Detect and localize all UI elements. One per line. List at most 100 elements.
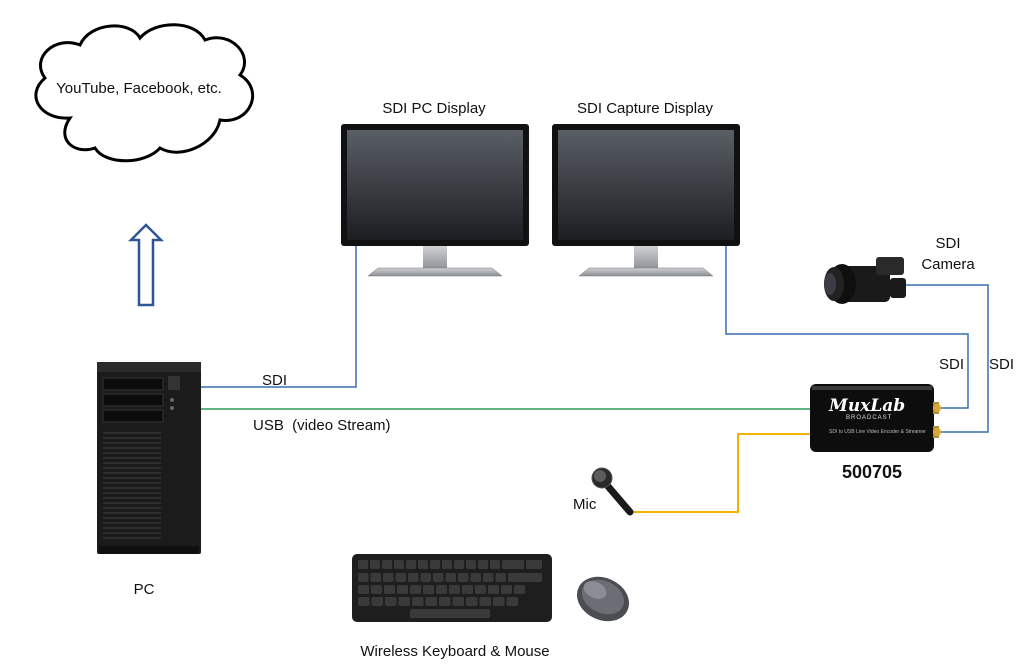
pc-vent-slot [103,437,161,439]
keyboard-key [493,597,505,606]
audio-cable-mic [632,433,812,513]
mouse-icon [576,576,630,622]
pc-vent-slot [103,452,161,454]
keyboard-key [506,597,518,606]
keyboard-key [384,585,395,594]
keyboard-key [358,585,369,594]
keyboard-key [475,585,486,594]
pc-vent-slot [103,507,161,509]
keyboard-key [458,573,469,582]
pc-vent-slot [103,527,161,529]
keyboard-key [502,560,512,569]
peripherals-label: Wireless Keyboard & Mouse [360,643,550,660]
camera-label-line2: Camera [921,256,975,273]
keyboard-numpad-key [510,573,524,582]
sdi-cable-pc-display [201,246,357,388]
pc-vent-slot [103,447,161,449]
keyboard-key [452,597,464,606]
keyboard-key [382,560,392,569]
keyboard-key [397,585,408,594]
keyboard-key [385,597,397,606]
cloud-label: YouTube, Facebook, etc. [56,80,222,97]
keyboard-key [470,573,481,582]
keyboard-key [410,585,421,594]
capture-display-label: SDI Capture Display [577,100,713,117]
pc-display-label: SDI PC Display [382,100,486,117]
pc-vent-slot [103,467,161,469]
keyboard-key [439,597,451,606]
keyboard-spacebar [410,609,490,618]
pc-vent-slot [103,492,161,494]
keyboard-numpad-key [510,560,524,569]
keyboard-key [466,597,478,606]
keyboard-key [406,560,416,569]
keyboard-key [398,597,410,606]
encoder-brand: MuxLab [829,396,906,416]
pc-vent-slot [103,537,161,539]
sdi-cable-camera [906,284,989,433]
keyboard-key [358,597,370,606]
pc-vent-slot [103,497,161,499]
cloud [34,23,254,163]
keyboard-numpad-key [528,560,542,569]
cables [201,246,989,513]
pc-label: PC [133,581,155,598]
keyboard-key [423,585,434,594]
encoder-sub: BROADCAST [846,415,893,421]
keyboard-key [449,585,460,594]
camera-label-line1: SDI [935,235,961,252]
keyboard-key [370,560,380,569]
pc-vent-slot [103,462,161,464]
keyboard-key [395,573,406,582]
pc-vent-slot [103,517,161,519]
keyboard-key [371,585,382,594]
keyboard-key [358,560,368,569]
sdi-cable-capture-display [725,246,969,409]
keyboard-key [418,560,428,569]
pc-vent-slot [103,522,161,524]
keyboard-key [436,585,447,594]
keyboard-numpad-key [528,573,542,582]
keyboard-key [442,560,452,569]
pc-vent-slot [103,487,161,489]
keyboard-icon [352,554,552,622]
sdi-camera-cable-label: SDI [989,356,1015,373]
usb-cable-label: USB (video Stream) [253,417,391,434]
pc-vent-slot [103,472,161,474]
pc-vent-slot [103,442,161,444]
keyboard-key [408,573,419,582]
keyboard-key [394,560,404,569]
keyboard-key [495,573,506,582]
pc-tower [97,362,201,554]
pc-vent-slot [103,477,161,479]
keyboard-key [445,573,456,582]
microphone-icon [591,467,634,516]
keyboard-key [383,573,394,582]
keyboard-key [488,585,499,594]
keyboard-key [370,573,381,582]
upload-arrow-icon [127,223,165,307]
camera-icon [824,257,906,304]
encoder-model: 500705 [841,462,903,482]
encoder-small-text: SDI to USB Live Video Encoder & Streamer [829,429,926,435]
encoder-device [810,384,941,452]
sdi-pc-cable-label: SDI [262,372,288,389]
pc-vent-slot [103,512,161,514]
keyboard-key [412,597,424,606]
pc-vent-slot [103,532,161,534]
keyboard-key [466,560,476,569]
keyboard-key [454,560,464,569]
mic-label: Mic [573,496,597,513]
sdi-capture-cable-label: SDI [939,356,965,373]
keyboard-key [430,560,440,569]
keyboard-key [479,597,491,606]
pc-vent-slot [103,502,161,504]
keyboard-key [462,585,473,594]
sdi-pc-display-monitor [341,124,529,277]
keyboard-key [490,560,500,569]
pc-vent-slot [103,482,161,484]
sdi-capture-display-monitor [552,124,740,277]
pc-vent-slot [103,457,161,459]
keyboard-key [433,573,444,582]
